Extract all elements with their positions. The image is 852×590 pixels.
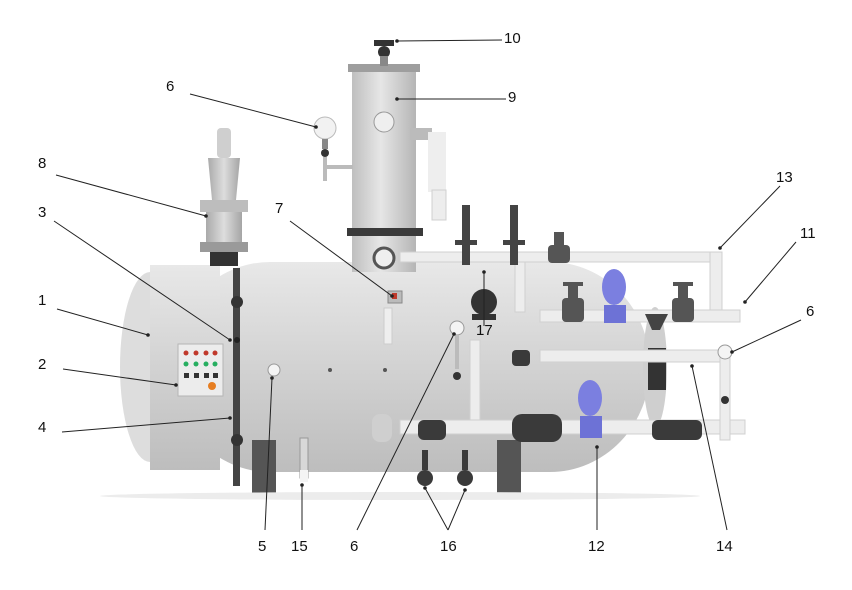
sampling-point xyxy=(299,437,309,482)
callout-17: 17 xyxy=(476,322,493,339)
callout-10: 10 xyxy=(504,30,521,47)
ground-shadow xyxy=(100,492,700,500)
leader-dots xyxy=(146,39,747,492)
pipe-stubs xyxy=(455,205,525,265)
level-gauge xyxy=(231,268,243,486)
pressure-gauge-vessel xyxy=(449,320,465,380)
callout-2: 2 xyxy=(38,356,46,373)
level-switch xyxy=(383,290,403,345)
pressure-gauge-column xyxy=(313,116,353,181)
globe-valves xyxy=(548,232,694,322)
callout-6a: 6 xyxy=(166,78,174,95)
callout-6b: 6 xyxy=(350,538,358,555)
support-legs xyxy=(252,440,521,495)
callout-4: 4 xyxy=(38,419,46,436)
callout-1: 1 xyxy=(38,292,46,309)
thermometer xyxy=(267,363,281,377)
callout-14: 14 xyxy=(716,538,733,555)
lower-line-valves xyxy=(372,350,702,442)
strainer xyxy=(645,314,668,330)
callout-3: 3 xyxy=(38,204,46,221)
callout-labels: 1 2 3 4 5 6 6 6 7 8 9 10 11 12 13 14 15 … xyxy=(38,30,816,555)
callout-6c: 6 xyxy=(806,303,814,320)
control-valve-lower xyxy=(578,380,602,438)
vent-valve xyxy=(374,40,394,66)
callout-15: 15 xyxy=(291,538,308,555)
control-panel xyxy=(177,343,224,397)
callout-7: 7 xyxy=(275,200,283,217)
safety-valve xyxy=(200,128,248,266)
callout-9: 9 xyxy=(508,89,516,106)
drain-nozzles xyxy=(417,450,473,486)
control-valve-upper xyxy=(602,269,626,323)
callout-5: 5 xyxy=(258,538,266,555)
callout-8: 8 xyxy=(38,155,46,172)
leader-lines xyxy=(53,39,802,531)
deaerator-column xyxy=(347,64,446,272)
callout-11: 11 xyxy=(800,225,816,242)
callout-12: 12 xyxy=(588,538,605,555)
callout-13: 13 xyxy=(776,169,793,186)
callout-16: 16 xyxy=(440,538,457,555)
